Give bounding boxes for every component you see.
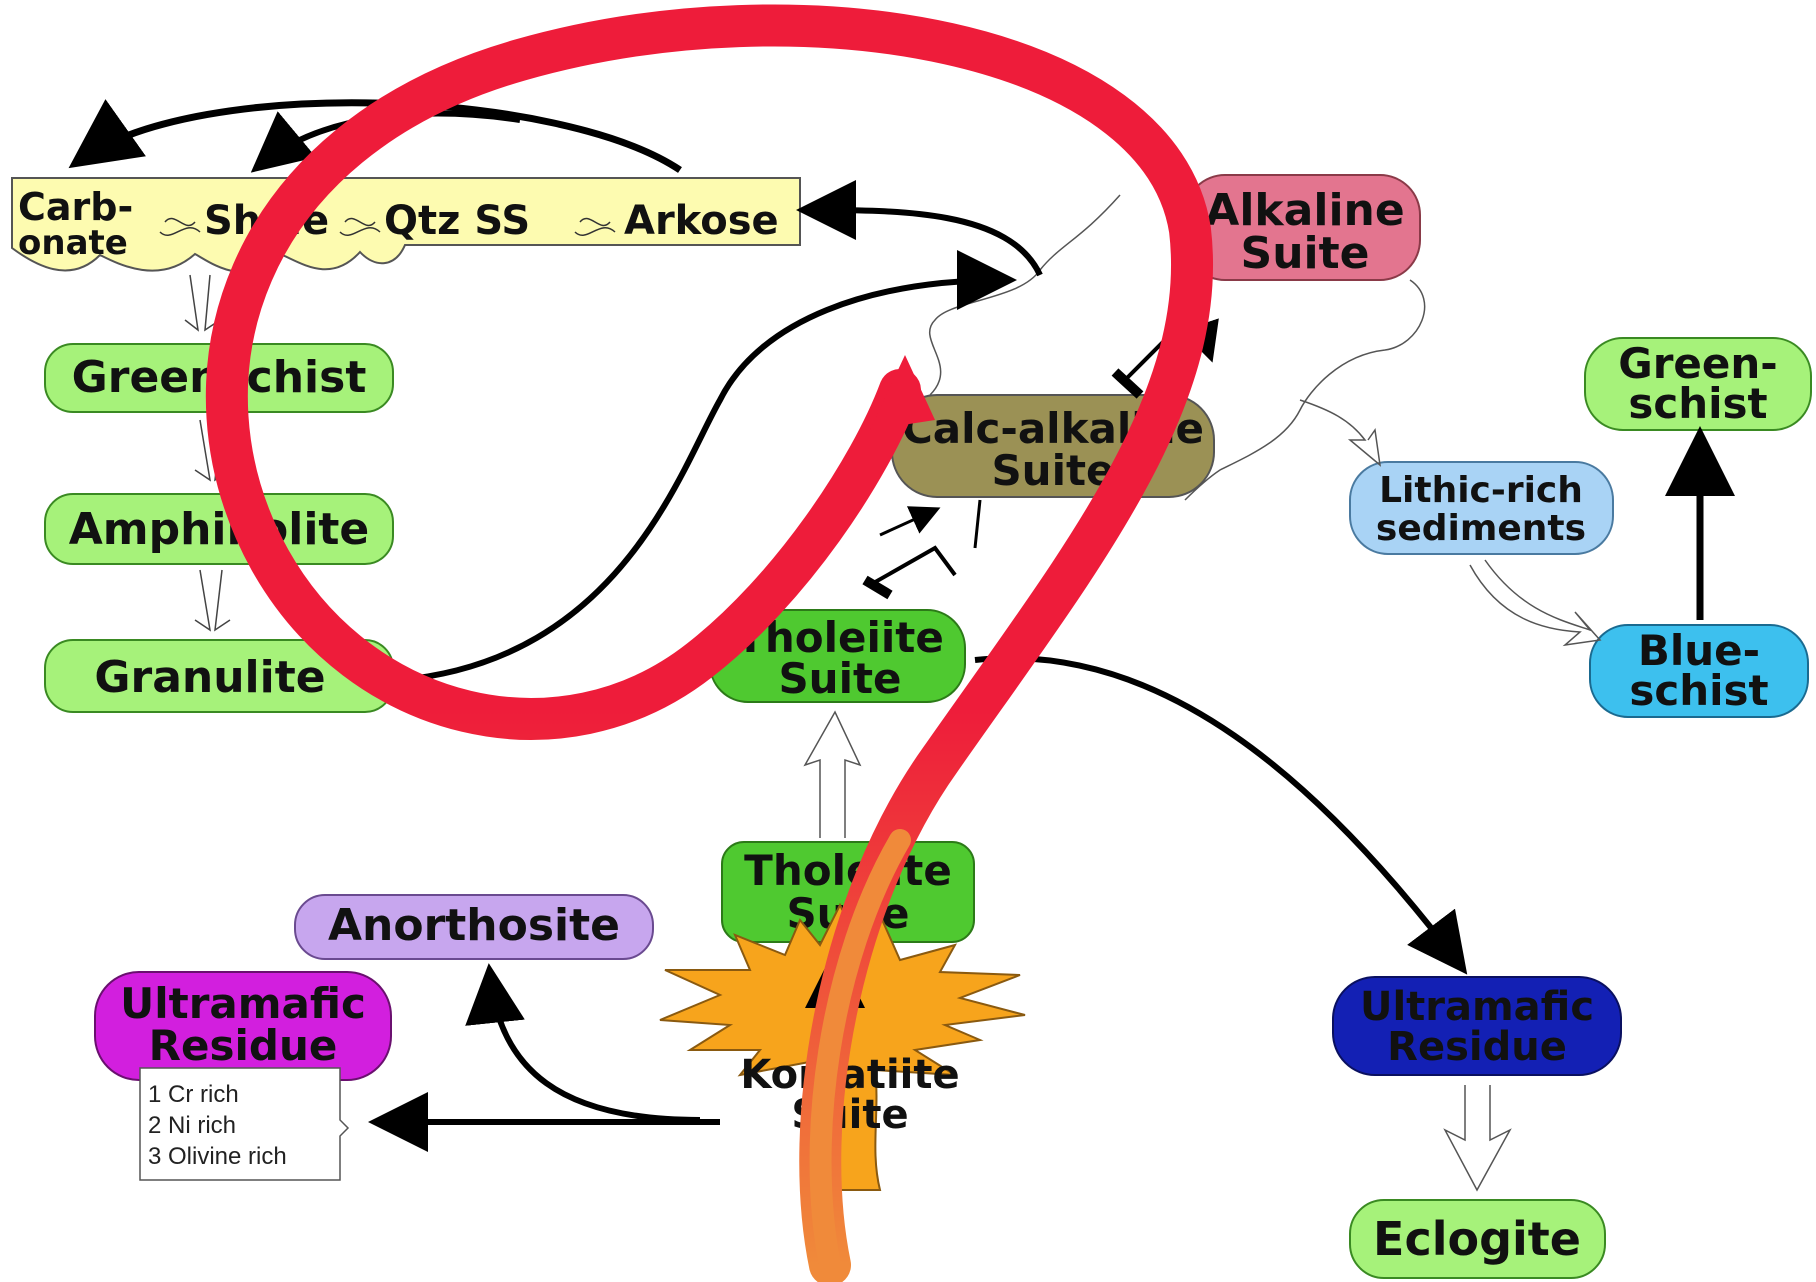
hollow-arrow-to-lithic (1299, 399, 1382, 467)
residue-list-item-1: 1 Cr rich (148, 1081, 239, 1108)
blueschist-label-line2: schist (1629, 666, 1768, 715)
red-arrow-tail (809, 829, 911, 1276)
arrow-to-arkose (796, 180, 1043, 277)
hollow-arrow-up (803, 710, 862, 838)
lithic-rich-sediments-label-line2: sediments (1376, 508, 1586, 549)
lithic-rich-sediments-node: Lithic-rich sediments (1349, 461, 1614, 555)
sediment-box: Carb- onate Shale Qtz SS Arkose (11, 177, 801, 273)
sediment-box-shape (11, 177, 801, 273)
anorthosite-label: Anorthosite (328, 900, 620, 951)
blueschist-node: Blue- schist (1589, 624, 1809, 718)
bracket-bar-tholeiite (862, 575, 893, 600)
ultramafic-residue-right-label-line1: Ultramafic (1360, 984, 1594, 1030)
residue-list-item-3: 3 Olivine rich (148, 1143, 287, 1170)
komatiite-suite-label-line1: Komatiite (740, 1052, 959, 1098)
granulite-label: Granulite (94, 652, 325, 703)
amphibolite-node: Amphibolite (44, 493, 394, 565)
gradation-mark (159, 217, 201, 236)
red-cycle-arrow (205, 4, 1213, 1282)
hollow-arrow-to-eclogite (1443, 1085, 1512, 1192)
granulite-node: Granulite (44, 639, 394, 713)
ultramafic-residue-left-label-line1: Ultramafic (120, 979, 366, 1028)
anorthosite-node: Anorthosite (294, 894, 654, 960)
greenschist-right-node: Green- schist (1584, 337, 1812, 431)
amphibolite-box (44, 493, 394, 565)
tholeiite-suite-upper-label-line2: Suite (778, 654, 901, 703)
greenschist-right-label-line2: schist (1628, 379, 1767, 428)
blueschist-box (1589, 624, 1809, 718)
eclogite-node: Eclogite (1349, 1199, 1606, 1279)
arrow-up-to-calc (879, 506, 941, 537)
ultramafic-residue-left-label-line2: Residue (149, 1021, 338, 1070)
carbonate-label-line2: onate (18, 223, 128, 263)
alkaline-suite-label-line1: Alkaline (1205, 185, 1404, 236)
arrow-komatiite-to-anorthosite (465, 963, 701, 1123)
residue-list-box (139, 1067, 350, 1181)
bracket-side (973, 499, 982, 549)
eclogite-label: Eclogite (1373, 1212, 1581, 1266)
flow-outline-left (929, 194, 1121, 396)
carbonate-label-line1: Carb- (18, 185, 133, 229)
arrow-granulite-to-alkaline (399, 250, 1017, 683)
gradation-mark (339, 217, 381, 236)
ultramafic-residue-left-node: Ultramafic Residue (94, 971, 392, 1081)
blueschist-label-line1: Blue- (1638, 626, 1760, 675)
bracket-arrow-tholeiite-to-calc (869, 545, 957, 587)
qtz-ss-label: Qtz SS (384, 198, 530, 244)
hollow-arrow-down (194, 569, 231, 632)
arrow-tholeiite-to-ultramafic-right (974, 655, 1468, 975)
alkaline-suite-label-line2: Suite (1241, 228, 1370, 279)
lithic-rich-sediments-box (1349, 461, 1614, 555)
bracket-bar-calc (1111, 368, 1144, 399)
hollow-arrows-tholeiite (803, 710, 862, 838)
arkose-label: Arkose (624, 198, 779, 244)
alkaline-suite-node: Alkaline Suite (1184, 174, 1421, 281)
red-arrow-head (870, 355, 935, 430)
greenschist-right-label-line1: Green- (1618, 339, 1778, 388)
amphibolite-label: Amphibolite (69, 504, 370, 555)
ultramafic-residue-right-box (1332, 976, 1622, 1076)
ultramafic-residue-right-node: Ultramafic Residue (1332, 976, 1622, 1076)
eclogite-box (1349, 1199, 1606, 1279)
calc-alkaline-suite-label-line2: Suite (991, 446, 1114, 495)
anorthosite-box (294, 894, 654, 960)
lithic-rich-sediments-label-line1: Lithic-rich (1379, 470, 1583, 511)
gradation-mark (574, 217, 616, 236)
hollow-arrow-lithic-to-blueschist (1469, 559, 1602, 647)
flow-outline-right (1184, 279, 1426, 501)
ultramafic-residue-right-label-line2: Residue (1387, 1024, 1567, 1070)
tholeiite-suite-lower-label-line1: Tholeiite (744, 846, 952, 895)
residue-list-item-2: 2 Ni rich (148, 1112, 236, 1139)
residue-list: 1 Cr rich 2 Ni rich 3 Olivine rich (139, 1067, 350, 1181)
